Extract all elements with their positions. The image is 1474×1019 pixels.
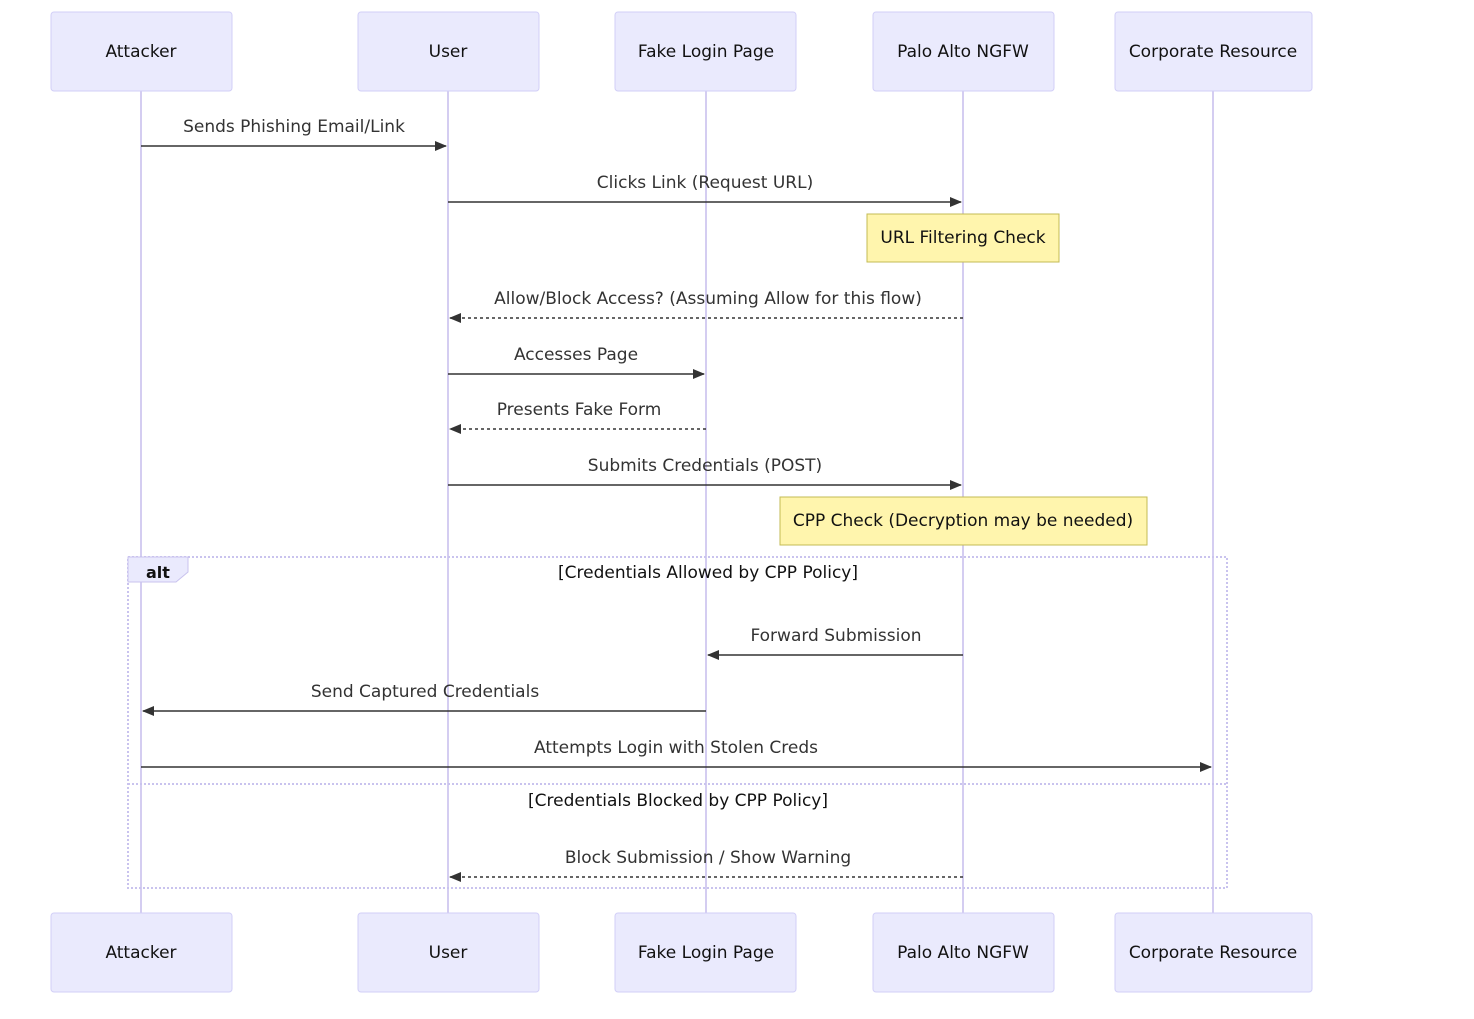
actor-label: User (429, 943, 468, 963)
alt-condition-blocked: [Credentials Blocked by CPP Policy] (528, 791, 828, 811)
messages: Sends Phishing Email/Link Clicks Link (R… (141, 117, 1212, 882)
actor-user-bottom: User (357, 912, 540, 993)
actor-label: User (429, 42, 468, 62)
actor-attacker-bottom: Attacker (50, 912, 233, 993)
message-label: Send Captured Credentials (311, 682, 540, 702)
alt-condition-allowed: [Credentials Allowed by CPP Policy] (558, 563, 858, 583)
message-allow-block: Allow/Block Access? (Assuming Allow for … (449, 289, 963, 323)
actor-attacker: Attacker (50, 11, 233, 92)
notes: URL Filtering Check CPP Check (Decryptio… (779, 213, 1148, 546)
actor-corporate-resource-bottom: Corporate Resource (1114, 912, 1313, 993)
actor-label: Corporate Resource (1129, 42, 1297, 62)
message-label: Attempts Login with Stolen Creds (534, 738, 818, 758)
message-presents-fake-form: Presents Fake Form (449, 400, 706, 434)
actor-corporate-resource: Corporate Resource (1114, 11, 1313, 92)
message-submits-credentials: Submits Credentials (POST) (448, 456, 962, 490)
message-sends-phishing: Sends Phishing Email/Link (141, 117, 447, 151)
message-forward-submission: Forward Submission (707, 626, 963, 660)
message-clicks-link: Clicks Link (Request URL) (448, 173, 962, 207)
actors-bottom: Attacker User Fake Login Page Palo Alto … (50, 912, 1313, 993)
actor-label: Fake Login Page (638, 943, 774, 963)
actors-top: Attacker User Fake Login Page Palo Alto … (50, 11, 1313, 92)
message-label: Submits Credentials (POST) (588, 456, 822, 476)
message-label: Sends Phishing Email/Link (183, 117, 405, 137)
actor-label: Attacker (105, 943, 176, 963)
message-label: Forward Submission (750, 626, 921, 646)
note-url-filtering: URL Filtering Check (866, 213, 1060, 263)
message-send-captured-credentials: Send Captured Credentials (142, 682, 706, 716)
note-text: CPP Check (Decryption may be needed) (793, 511, 1133, 531)
actor-fake-login-page: Fake Login Page (614, 11, 797, 92)
note-cpp-check: CPP Check (Decryption may be needed) (779, 496, 1148, 546)
actor-user: User (357, 11, 540, 92)
message-label: Block Submission / Show Warning (565, 848, 851, 868)
message-block-submission: Block Submission / Show Warning (449, 848, 963, 882)
actor-palo-alto-ngfw-bottom: Palo Alto NGFW (872, 912, 1055, 993)
note-text: URL Filtering Check (880, 228, 1045, 248)
alt-frame: alt [Credentials Allowed by CPP Policy] … (127, 556, 1228, 889)
actor-palo-alto-ngfw: Palo Alto NGFW (872, 11, 1055, 92)
message-accesses-page: Accesses Page (448, 345, 705, 379)
message-label: Allow/Block Access? (Assuming Allow for … (494, 289, 922, 309)
message-label: Presents Fake Form (497, 400, 662, 420)
actor-label: Attacker (105, 42, 176, 62)
actor-label: Palo Alto NGFW (897, 42, 1029, 62)
message-attempts-login: Attempts Login with Stolen Creds (141, 738, 1212, 772)
message-label: Accesses Page (514, 345, 638, 365)
alt-keyword: alt (146, 563, 170, 582)
actor-fake-login-page-bottom: Fake Login Page (614, 912, 797, 993)
actor-label: Fake Login Page (638, 42, 774, 62)
actor-label: Palo Alto NGFW (897, 943, 1029, 963)
actor-label: Corporate Resource (1129, 943, 1297, 963)
message-label: Clicks Link (Request URL) (597, 173, 813, 193)
